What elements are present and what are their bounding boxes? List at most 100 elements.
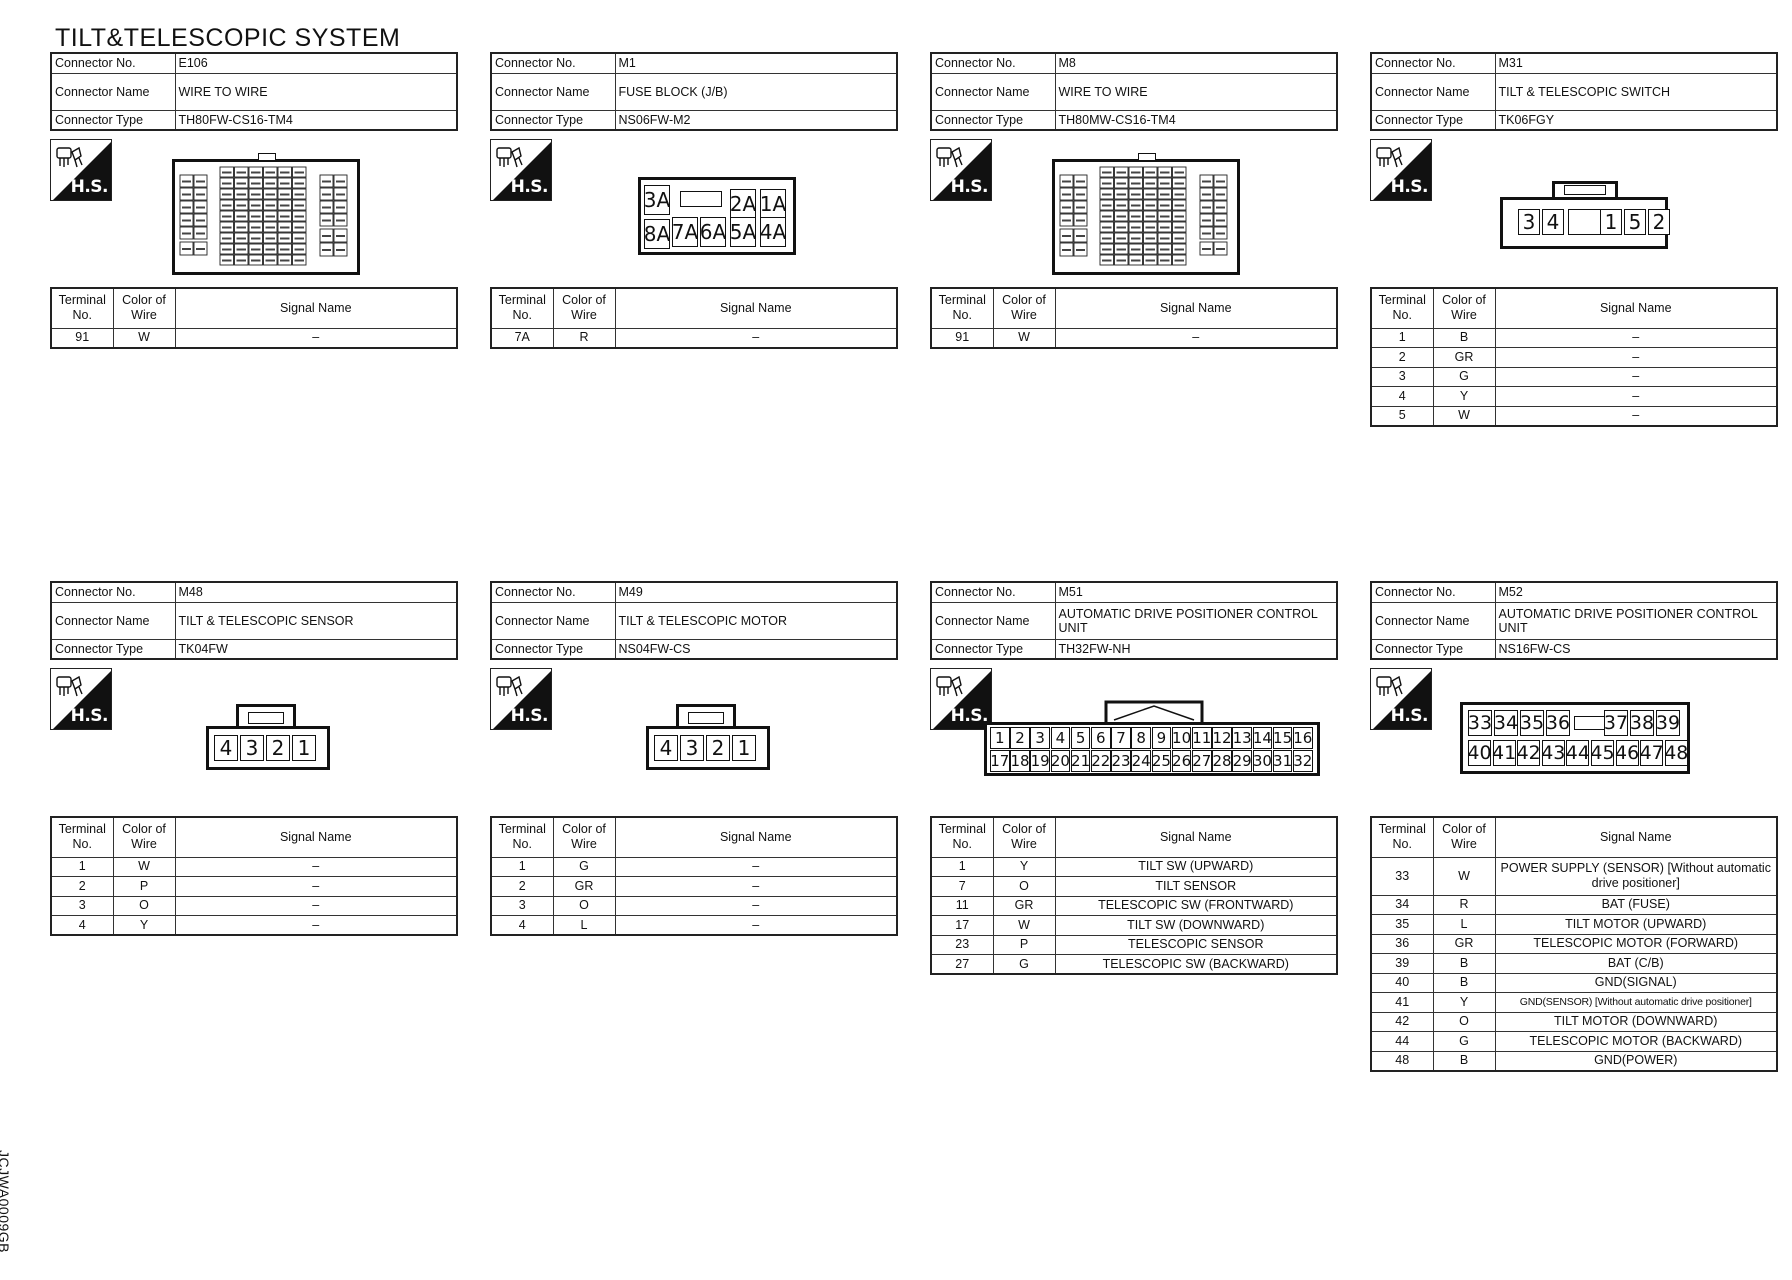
signal-name: TELESCOPIC MOTOR (FORWARD) [1494, 933, 1778, 954]
connector-pin: 3 [680, 735, 704, 761]
connector-pin: 19 [1030, 750, 1050, 772]
connector-type-label: Connector Type [930, 638, 1056, 660]
connector-name-label: Connector Name [490, 72, 616, 111]
connector-name-value: WIRE TO WIRE [1054, 72, 1338, 111]
connector-pin: 32 [1293, 750, 1313, 772]
connector-no-label: Connector No. [50, 581, 176, 603]
terminal-no: 1 [930, 856, 994, 877]
hs-label: H.S. [1390, 706, 1429, 726]
connector-pin: 6A [700, 217, 726, 247]
connector-name-label: Connector Name [930, 72, 1056, 111]
signal-name: – [614, 327, 898, 348]
connector-pin: 8 [1131, 727, 1151, 749]
connector-pin: 41 [1492, 740, 1517, 766]
wire-color: B [1432, 972, 1496, 993]
connector-pin: 44 [1565, 740, 1590, 766]
connector-pin: 2A [730, 189, 756, 219]
color-of-wire-header: Color of Wire [992, 816, 1056, 858]
connector-pin: 43 [1541, 740, 1566, 766]
wire-color: R [552, 327, 616, 348]
signal-name: – [174, 327, 458, 348]
signal-name: – [174, 895, 458, 916]
connector-no-value: M1 [614, 52, 898, 74]
wire-color: Y [1432, 386, 1496, 407]
connector-name-value: TILT & TELESCOPIC SENSOR [174, 601, 458, 640]
connector-type-value: TK04FW [174, 638, 458, 660]
terminal-no: 27 [930, 954, 994, 975]
terminal-no: 3 [490, 895, 554, 916]
wire-color: GR [552, 876, 616, 897]
terminal-no-header: Terminal No. [490, 816, 554, 858]
connector-no-label: Connector No. [1370, 52, 1496, 74]
signal-name: TILT MOTOR (DOWNWARD) [1494, 1011, 1778, 1032]
connector-pin: 35 [1519, 710, 1545, 736]
connector-no-label: Connector No. [490, 52, 616, 74]
terminal-no: 1 [1370, 327, 1434, 348]
connector-type-value: TH80MW-CS16-TM4 [1054, 109, 1338, 131]
connector-type-value: NS06FW-M2 [614, 109, 898, 131]
signal-name: – [174, 915, 458, 936]
signal-name: TELESCOPIC SENSOR [1054, 934, 1338, 955]
signal-name: – [174, 856, 458, 877]
connector-pin: 3 [240, 735, 264, 761]
terminal-no: 35 [1370, 914, 1434, 935]
connector-name-label: Connector Name [930, 601, 1056, 640]
figure-code: JCJWA0009GB [0, 1150, 12, 1254]
connector-no-value: M49 [614, 581, 898, 603]
connector-type-label: Connector Type [930, 109, 1056, 131]
wire-color: G [992, 954, 1056, 975]
connector-name-value: TILT & TELESCOPIC SWITCH [1494, 72, 1778, 111]
color-of-wire-header: Color of Wire [1432, 816, 1496, 858]
connector-pin: 20 [1050, 750, 1071, 772]
color-of-wire-header: Color of Wire [552, 816, 616, 858]
terminal-no: 91 [930, 327, 994, 348]
connector-pin: 46 [1615, 740, 1640, 766]
connector-pin: 2 [706, 735, 730, 761]
wire-color: W [992, 327, 1056, 348]
terminal-no-header: Terminal No. [1370, 287, 1434, 329]
color-of-wire-header: Color of Wire [112, 816, 176, 858]
wire-color: W [112, 856, 176, 877]
pin-grid [1059, 166, 1228, 266]
connector-type-label: Connector Type [1370, 638, 1496, 660]
wire-color: GR [992, 895, 1056, 916]
terminal-no: 1 [50, 856, 114, 877]
terminal-no: 1 [490, 856, 554, 877]
connector-pin: 36 [1545, 710, 1571, 736]
wire-color: P [992, 934, 1056, 955]
connector-pin: 3 [1518, 209, 1540, 235]
signal-name: – [614, 915, 898, 936]
wire-color: Y [1432, 992, 1496, 1013]
wire-color: G [1432, 366, 1496, 387]
signal-name-header: Signal Name [614, 816, 898, 858]
connector-no-value: M8 [1054, 52, 1338, 74]
connector-no-label: Connector No. [50, 52, 176, 74]
wire-color: O [992, 876, 1056, 897]
connector-no-label: Connector No. [1370, 581, 1496, 603]
connector-type-label: Connector Type [490, 109, 616, 131]
connector-pin: 2 [1010, 727, 1030, 749]
connector-pin: 28 [1212, 750, 1232, 772]
wire-color: O [552, 895, 616, 916]
signal-name: TELESCOPIC MOTOR (BACKWARD) [1494, 1031, 1778, 1052]
terminal-no: 33 [1370, 856, 1434, 896]
connector-no-label: Connector No. [490, 581, 616, 603]
connector-name-label: Connector Name [490, 601, 616, 640]
